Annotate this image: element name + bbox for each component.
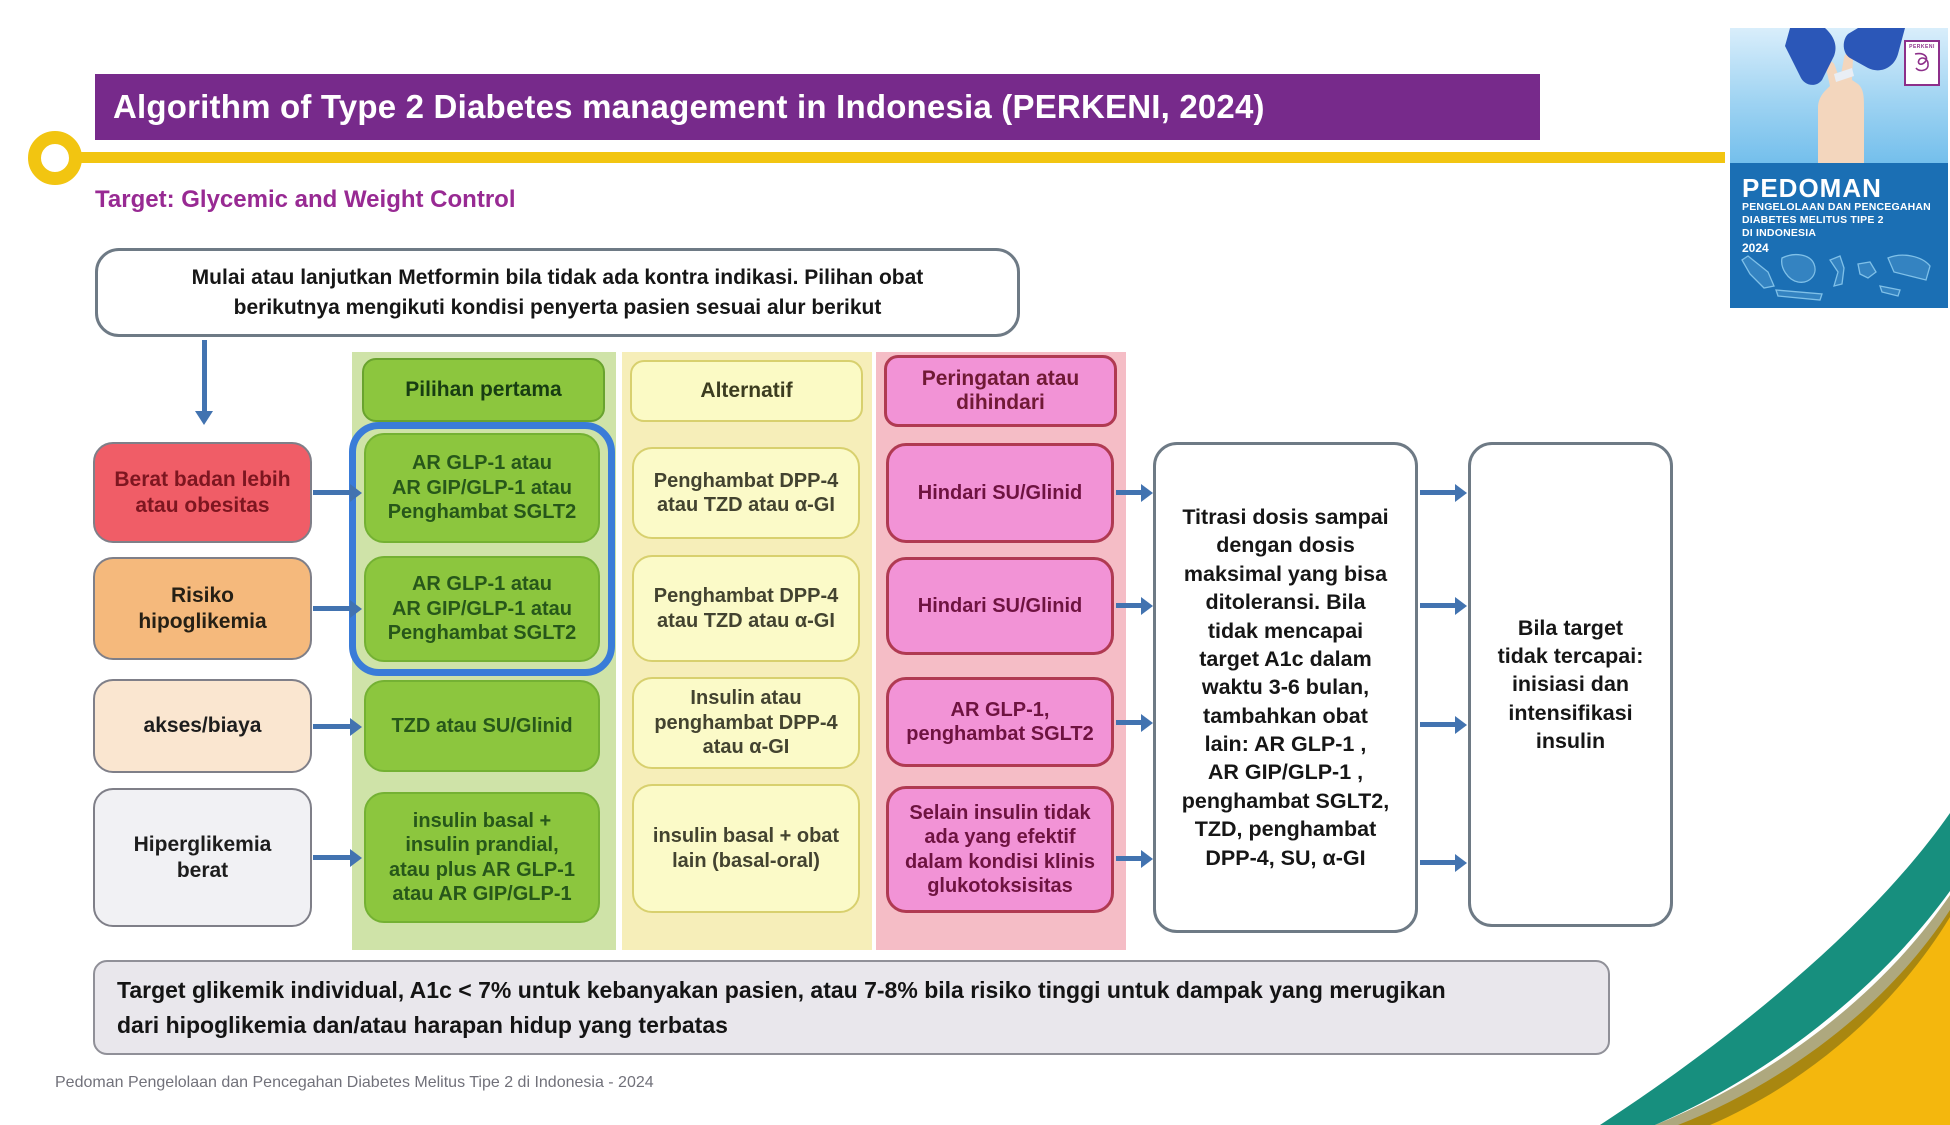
- corner-decoration: [1600, 813, 1950, 1125]
- arrow-row3-mid: [1116, 713, 1153, 732]
- arrow-row2-right: [1420, 596, 1467, 615]
- warning-cell-row4: Selain insulin tidak ada yang efektif da…: [886, 786, 1114, 913]
- arrow-row1-left: [313, 483, 362, 502]
- cover-line3: DI INDONESIA: [1742, 227, 1817, 240]
- decoration-teal-swoosh: [1600, 813, 1950, 1125]
- arrow-row4-right: [1420, 853, 1467, 872]
- page-title: Algorithm of Type 2 Diabetes management …: [113, 88, 1265, 125]
- glycemic-target-note: Target glikemik individual, A1c < 7% unt…: [93, 960, 1610, 1055]
- insulin-escalation-box: Bila target tidak tercapai: inisiasi dan…: [1468, 442, 1673, 927]
- cover-year: 2024: [1742, 241, 1769, 256]
- warning-cell-row1: Hindari SU/Glinid: [886, 443, 1114, 543]
- arrow-row1-mid: [1116, 483, 1153, 502]
- accent-ring-icon: [28, 131, 82, 185]
- arrow-row1-right: [1420, 483, 1467, 502]
- first-choice-cell-row1: AR GLP-1 atau AR GIP/GLP-1 atau Penghamb…: [364, 433, 600, 543]
- highlight-frame: [349, 422, 615, 676]
- arrow-row2-mid: [1116, 596, 1153, 615]
- gloved-hands-illustration: [1785, 28, 1905, 163]
- cover-line1: PENGELOLAAN DAN PENCEGAHAN: [1742, 201, 1931, 213]
- perkeni-logo: PERKENI: [1904, 40, 1940, 86]
- cover-photo: PERKENI: [1730, 28, 1948, 163]
- first-choice-cell-row2: AR GLP-1 atau AR GIP/GLP-1 atau Penghamb…: [364, 556, 600, 662]
- alternative-cell-row2: Penghambat DPP-4 atau TZD atau α-GI: [632, 555, 860, 662]
- alternative-cell-row3: Insulin atau penghambat DPP-4 atau α-GI: [632, 677, 860, 769]
- titration-box: Titrasi dosis sampai dengan dosis maksim…: [1153, 442, 1418, 933]
- intro-box: Mulai atau lanjutkan Metformin bila tida…: [95, 248, 1020, 337]
- condition-box-severe-hyperglycemia: Hiperglikemia berat: [93, 788, 312, 927]
- condition-box-access-cost: akses/biaya: [93, 679, 312, 773]
- accent-line: [70, 152, 1725, 163]
- alternative-cell-row1: Penghambat DPP-4 atau TZD atau α-GI: [632, 447, 860, 539]
- column-header-warning: Peringatan atau dihindari: [884, 355, 1117, 427]
- arrow-row4-mid: [1116, 849, 1153, 868]
- cover-line2: DIABETES MELITUS TIPE 2: [1742, 214, 1884, 227]
- indonesia-map-outline: [1741, 253, 1931, 301]
- slide-subtitle: Target: Glycemic and Weight Control: [95, 186, 516, 213]
- title-bar: Algorithm of Type 2 Diabetes management …: [95, 74, 1540, 140]
- alternative-cell-row4: insulin basal + obat lain (basal-oral): [632, 784, 860, 913]
- column-header-first-choice: Pilihan pertama: [362, 358, 605, 422]
- perkeni-logo-glyph: [1914, 52, 1929, 72]
- arrow-row2-left: [313, 599, 362, 618]
- arrow-row4-left: [313, 848, 362, 867]
- down-arrow: [195, 340, 213, 425]
- cover-heading: PEDOMAN: [1742, 173, 1882, 203]
- footer-citation: Pedoman Pengelolaan dan Pencegahan Diabe…: [55, 1074, 654, 1091]
- perkeni-logo-text: PERKENI: [1909, 44, 1935, 50]
- column-header-alternative: Alternatif: [630, 360, 863, 422]
- condition-box-hypoglycemia-risk: Risiko hipoglikemia: [93, 557, 312, 660]
- book-cover: PERKENI PEDOMAN PENGELOLAAN DAN PENCEGAH…: [1730, 28, 1948, 308]
- warning-cell-row3: AR GLP-1, penghambat SGLT2: [886, 677, 1114, 767]
- cover-title-panel: PEDOMAN PENGELOLAAN DAN PENCEGAHAN DIABE…: [1730, 163, 1948, 308]
- decoration-yellow-wedge: [1678, 910, 1950, 1125]
- first-choice-cell-row4: insulin basal + insulin prandial, atau p…: [364, 792, 600, 923]
- first-choice-cell-row3: TZD atau SU/Glinid: [364, 680, 600, 772]
- condition-box-obesity: Berat badan lebih atau obesitas: [93, 442, 312, 543]
- arrow-row3-right: [1420, 715, 1467, 734]
- warning-cell-row2: Hindari SU/Glinid: [886, 557, 1114, 655]
- arrow-row3-left: [313, 717, 362, 736]
